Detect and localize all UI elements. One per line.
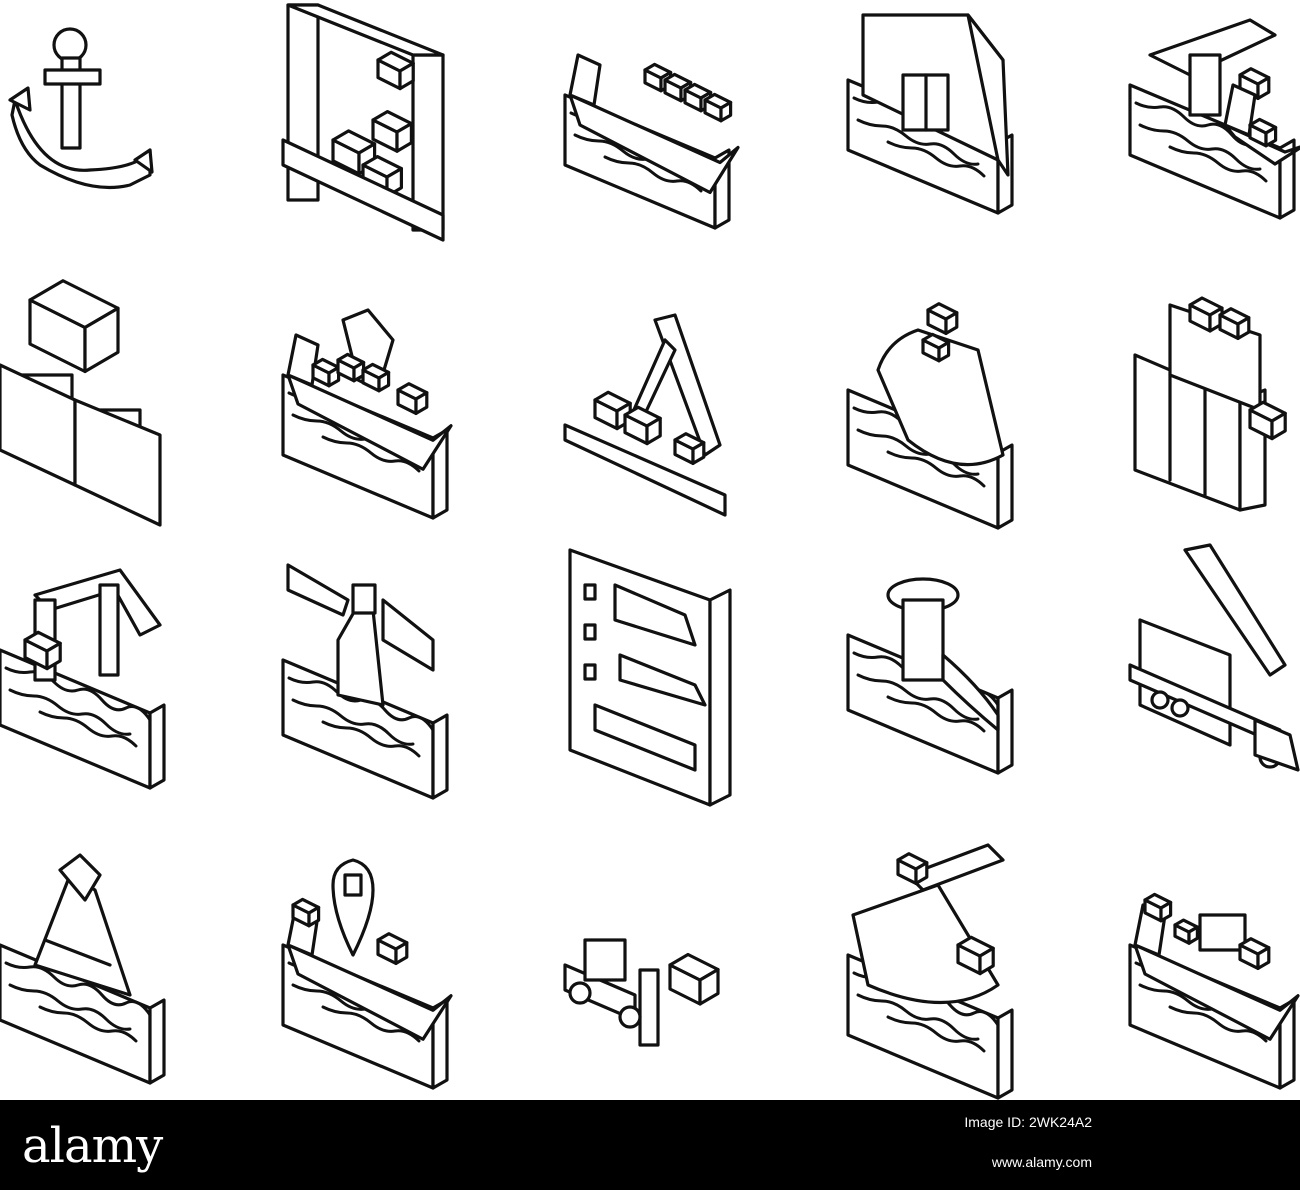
anchor-icon: [8, 27, 154, 190]
icon-grid: [0, 3, 1300, 1100]
watermark-footer: alamy Image ID: 2WK24A2 www.alamy.com: [0, 1100, 1300, 1190]
gantry-ship-icon: [0, 568, 166, 790]
ship-bow-icon: [846, 302, 1014, 530]
tugboat-crane-icon: [846, 843, 1014, 1100]
container-ship-icon: [563, 53, 740, 230]
container-stack-icon: [1133, 296, 1287, 512]
gantry-crane-containers-icon: [281, 3, 445, 242]
image-id-label: Image ID: 2WK24A2: [964, 1114, 1092, 1130]
buoy-icon: [0, 853, 166, 1085]
stacked-containers-icon: [0, 279, 162, 527]
lighthouse-icon: [281, 563, 449, 800]
truck-crane-icon: [1128, 543, 1300, 772]
cargo-ship-crane-icon: [281, 308, 453, 520]
ship-location-pin-icon: [281, 858, 453, 1090]
mooring-bollard-icon: [846, 577, 1014, 775]
warehouse-water-icon: [846, 13, 1014, 215]
port-map-icon: [568, 548, 732, 807]
dock-crane-icon: [563, 313, 727, 517]
site-url: www.alamy.com: [991, 1154, 1092, 1170]
crane-ship-icon: [1128, 18, 1300, 220]
forklift-icon: [563, 938, 720, 1047]
alamy-logo: alamy: [22, 1118, 163, 1174]
ferry-ship-icon: [1128, 892, 1300, 1090]
